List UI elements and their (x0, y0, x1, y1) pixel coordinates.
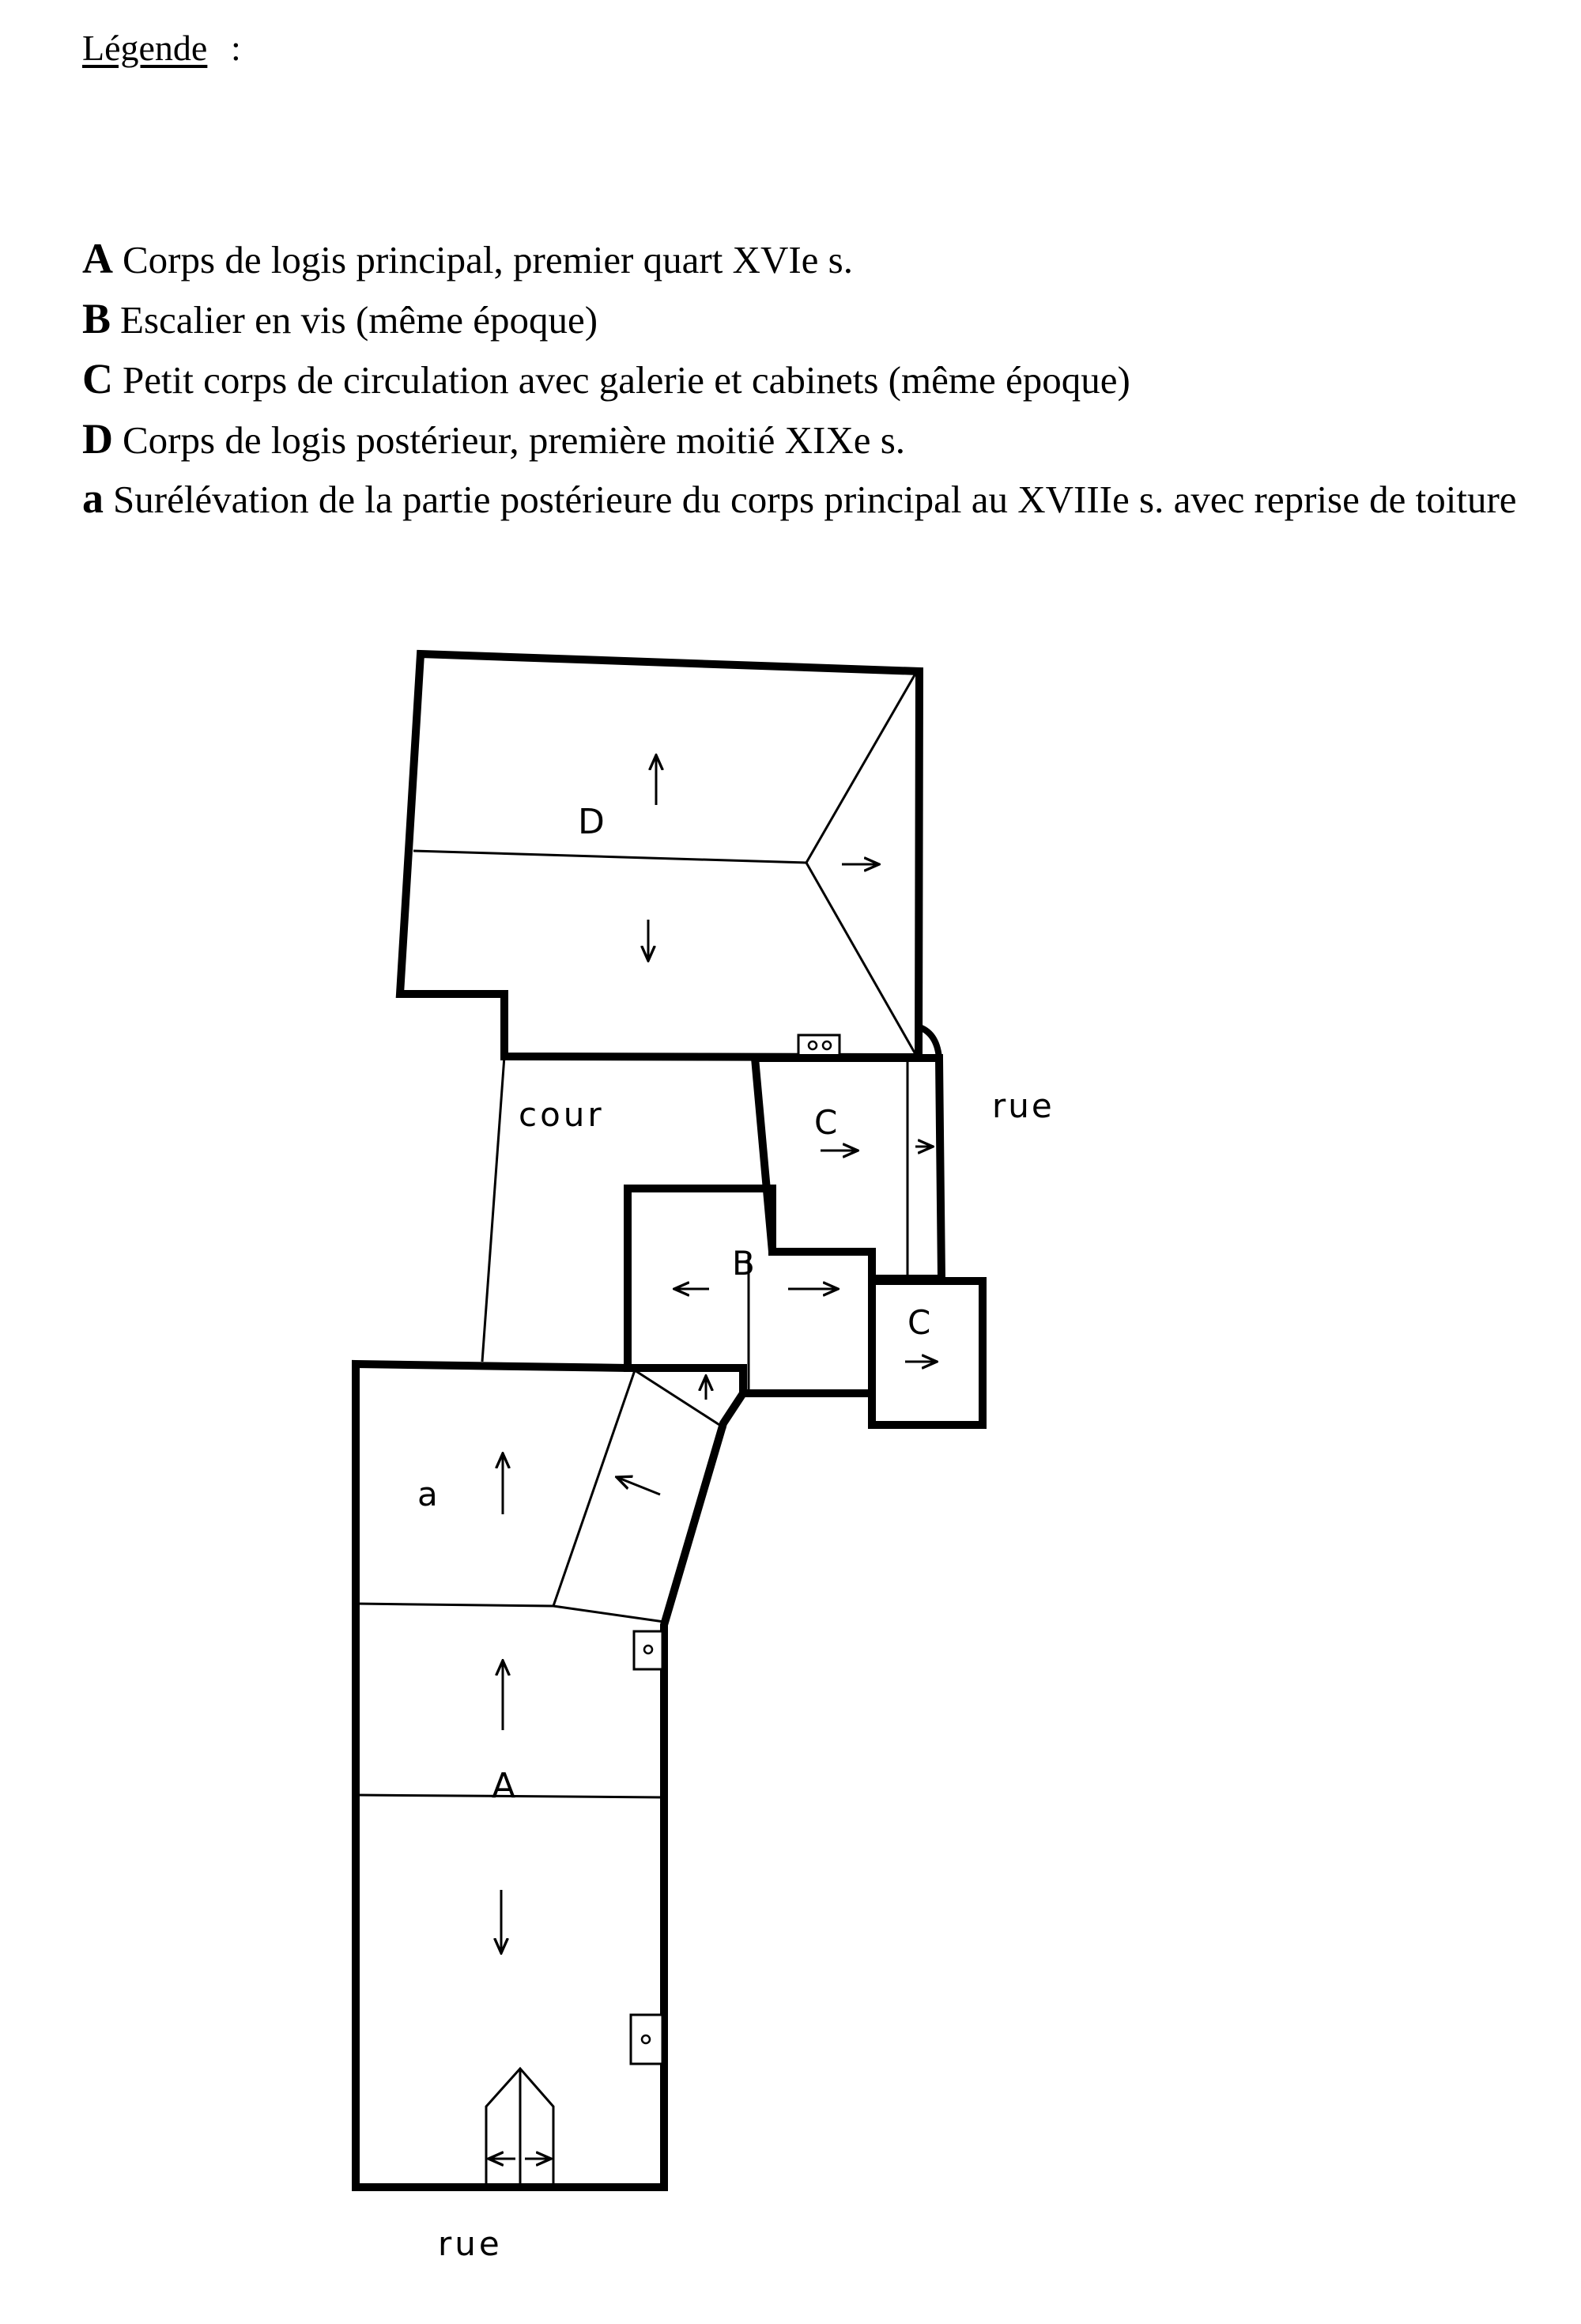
legend-letter: A (82, 235, 113, 282)
building-C-outline (750, 1054, 946, 1283)
roof-ridge-line (413, 849, 807, 864)
plan-label-a: a (417, 1475, 438, 1513)
building-D-outline (395, 649, 924, 1062)
legend-letter: a (82, 474, 104, 522)
chimney (629, 2013, 664, 2065)
plan-label-cour: cour (519, 1095, 605, 1134)
plan-label-B: B (732, 1244, 755, 1283)
plan-label-rue-south: rue (438, 2224, 503, 2263)
roof-hip-line (805, 673, 917, 863)
slope-arrows (489, 755, 937, 2159)
plan-label-C: C (814, 1103, 837, 1142)
legend-letter: B (82, 295, 111, 342)
legend-text: Corps de logis postérieur, première moit… (123, 418, 906, 462)
legend-text: Petit corps de circulation avec galerie … (123, 358, 1130, 402)
plan-label-D: D (578, 802, 605, 842)
roof-line (553, 1604, 665, 1623)
street-gable (485, 2066, 555, 2185)
courtyard-wall (481, 1056, 506, 1362)
chimney (632, 1630, 664, 1671)
legend-letter: C (82, 355, 113, 402)
building-D (395, 649, 924, 1062)
building-A (352, 1359, 747, 2191)
roof-line (355, 1793, 665, 1799)
roof-hip-line (805, 862, 917, 1055)
chimney (797, 1034, 841, 1057)
roof-line (634, 1369, 726, 1430)
legend-letter: D (82, 415, 113, 463)
arrow-left-icon (617, 1477, 661, 1496)
plan-label-C: C (907, 1303, 930, 1342)
legend-text: Corps de logis principal, premier quart … (123, 238, 853, 282)
roof-line (355, 1602, 554, 1608)
legend-title: Légende (82, 28, 208, 68)
building-B (624, 1185, 876, 1397)
plan-label-A: A (492, 1766, 515, 1806)
corner-curve (915, 1023, 942, 1059)
legend-colon: : (231, 28, 241, 68)
building-A-outline (352, 1359, 747, 2191)
roof-line (552, 1370, 636, 1607)
legend-text: Surélévation de la partie postérieure du… (113, 478, 1517, 521)
plan-label-rue-east: rue (992, 1086, 1055, 1125)
legend-text: Escalier en vis (même époque) (120, 298, 598, 342)
